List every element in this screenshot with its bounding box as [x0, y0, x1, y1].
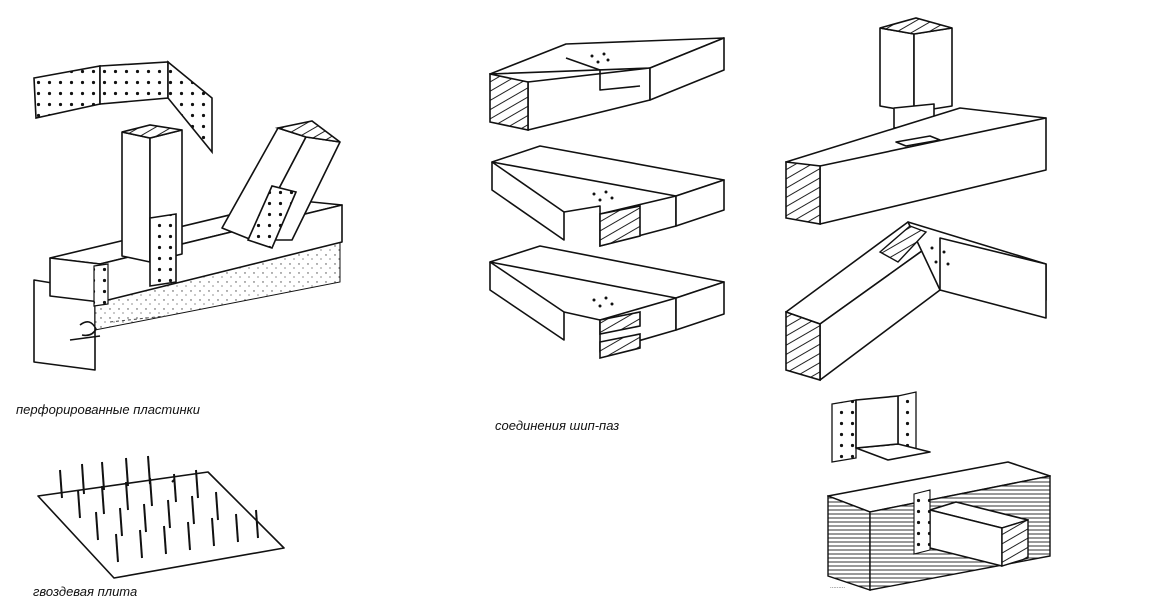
rafter-right-front [939, 237, 1047, 319]
bent-plate-mid [99, 61, 169, 105]
slot-lower-tenon [599, 333, 641, 360]
post-front [121, 131, 151, 263]
caption-hanger-tiny: ......... [830, 584, 846, 590]
hanger-left-flange [831, 399, 857, 463]
slot-left-face [489, 261, 565, 341]
angle-pins [930, 246, 950, 266]
post-top [121, 124, 183, 139]
angle-plate [878, 225, 928, 263]
nail-plate-drawing [37, 455, 285, 579]
slot-side [675, 281, 725, 331]
splice-pins [590, 52, 610, 64]
corner-left-face [491, 161, 565, 241]
bent-plate-right [167, 60, 213, 155]
hanging-post-side [913, 27, 953, 113]
brace-plate [246, 185, 298, 249]
tenon-joints-drawing [489, 37, 725, 360]
corner-end [599, 205, 641, 248]
splice-end [489, 73, 529, 131]
mortise-hole [895, 135, 941, 147]
bent-plate-left [33, 65, 101, 119]
caption-nail-plate: гвоздевая плита [33, 584, 138, 599]
hanger-back [855, 395, 899, 449]
corner-side [675, 179, 725, 227]
hanging-post-top [879, 17, 953, 35]
caption-tenon-joints: соединения шип-паз [495, 418, 620, 433]
brace-end [274, 120, 341, 143]
installed-hanger [913, 489, 931, 555]
slot-upper-tenon [599, 311, 641, 335]
slot-pins [592, 296, 614, 308]
nail-plate-spikes [59, 455, 259, 563]
sill-beam-end [49, 257, 101, 303]
nail-plate-sheet [37, 471, 285, 579]
post-mortise-drawing [785, 17, 1047, 382]
post-plate [149, 213, 177, 287]
splice-side [649, 37, 725, 101]
joist-hanger-drawing [827, 391, 1051, 591]
hanging-post-front [879, 27, 915, 113]
joist-end [1001, 519, 1029, 567]
perforated-plates-drawing [33, 60, 343, 371]
sill-plate [93, 263, 109, 307]
splice-front [527, 67, 651, 131]
rafter-left-end [785, 310, 821, 382]
corner-pins [592, 190, 614, 202]
long-beam-end [785, 161, 821, 225]
header-beam-front [827, 494, 871, 591]
caption-perforated-plates: перфорированные пластинки [16, 402, 201, 417]
anchor-bolt [69, 321, 101, 341]
